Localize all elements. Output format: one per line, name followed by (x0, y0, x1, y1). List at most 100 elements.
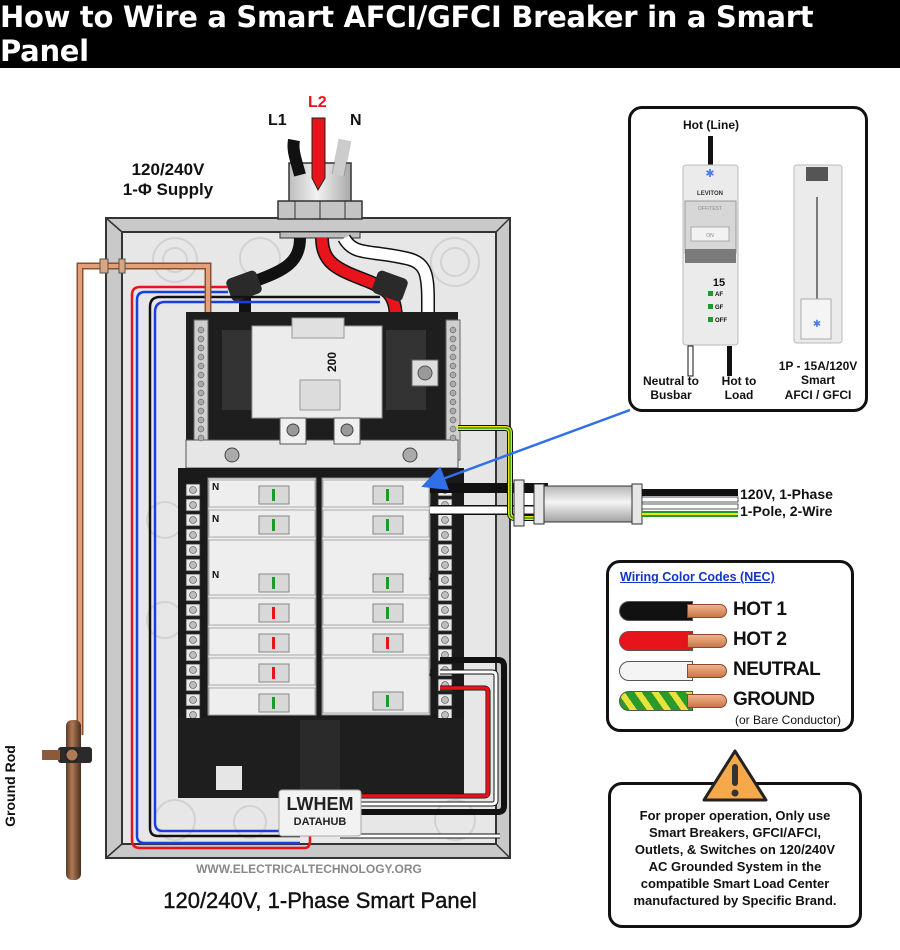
indicator-label: GF (715, 305, 724, 311)
breaker-illustration: ✱ LEVITON OFF/TEST ON 15 AF GF OFF ✱ (682, 136, 843, 377)
branch-breaker[interactable] (208, 627, 316, 656)
indicator-label: OFF (715, 318, 727, 324)
supply-wire-n (332, 138, 351, 177)
page-title: How to Wire a Smart AFCI/GFCI Breaker in… (0, 0, 900, 68)
svg-text:✱: ✱ (813, 319, 821, 330)
branch-breaker[interactable] (208, 687, 316, 716)
neutral-label-line2: Busbar (650, 388, 692, 403)
panel-caption: 120/240V, 1-Phase Smart Panel (163, 888, 477, 913)
supply-voltage-label: 120/240V 1-Φ Supply (108, 160, 228, 201)
indicator-led (708, 317, 713, 322)
breaker-status-led (272, 489, 275, 501)
color-code-label: HOT 2 (733, 629, 787, 650)
branch-breaker[interactable] (208, 479, 316, 508)
breaker-status-led (386, 607, 389, 619)
wire-clamp (226, 270, 262, 302)
indicator-led (708, 304, 713, 309)
copper-conductor-icon (687, 664, 727, 678)
warning-text-line: AC Grounded System in the (648, 859, 822, 874)
branch-breaker[interactable] (208, 509, 316, 538)
breaker-detail-panel: Hot (Line) ✱ LEVITON OFF/TEST ON 15 AF GF… (628, 106, 868, 412)
branch-breaker[interactable] (208, 597, 316, 626)
warning-text-line: manufactured by Specific Brand. (633, 893, 837, 908)
breaker-status-led (272, 519, 275, 531)
breaker-status-led (386, 695, 389, 707)
label-l1: L1 (268, 112, 287, 129)
color-code-row: HOT 2 (619, 627, 849, 653)
neutral-to-busbar-label: Neutral to Busbar (633, 374, 709, 403)
breaker-handle-top: OFF/TEST (698, 206, 722, 212)
color-codes-title[interactable]: Wiring Color Codes (NEC) (620, 570, 775, 584)
warning-icon (702, 749, 768, 802)
color-code-label: GROUND (733, 689, 815, 710)
hot-load-line1: Hot to (721, 374, 757, 388)
supply-phase: 1-Φ Supply (122, 180, 214, 200)
wiring-color-codes-panel: Wiring Color Codes (NEC) HOT 1 HOT 2 NEU… (606, 560, 854, 732)
main-breaker-rating: 200 (325, 352, 339, 372)
breaker-status-led (272, 697, 275, 709)
neutral-marker: N (212, 482, 219, 493)
breaker-spec-label: 1P - 15A/120V Smart AFCI / GFCI (769, 359, 867, 402)
datahub-name: LWHEM (286, 794, 354, 814)
breaker-brand: LEVITON (697, 191, 723, 197)
wire-clamp (372, 270, 408, 302)
color-code-label: NEUTRAL (733, 659, 821, 680)
branch-conduit (513, 479, 739, 527)
warning-text-line: compatible Smart Load Center (640, 876, 830, 891)
svg-text:✱: ✱ (705, 168, 714, 180)
branch-breaker[interactable] (322, 627, 430, 656)
color-code-row: HOT 1 (619, 597, 849, 623)
breaker-status-led (272, 667, 275, 679)
hot-to-load-label: Hot to Load (709, 374, 769, 403)
color-code-row: NEUTRAL (619, 657, 849, 683)
wire-sample-icon (619, 661, 693, 681)
breaker-status-led (386, 577, 389, 589)
branch-breaker[interactable] (322, 479, 430, 508)
wire-sample-icon (619, 601, 693, 621)
branch-breaker[interactable] (322, 657, 430, 714)
breaker-rating: 15 (713, 277, 725, 289)
breaker-status-led (272, 607, 275, 619)
color-code-label: HOT 1 (733, 599, 787, 620)
copper-conductor-icon (687, 634, 727, 648)
ground-rod (42, 720, 92, 880)
warning-text-line: For proper operation, Only use (639, 808, 831, 823)
datahub-module (278, 789, 362, 837)
hot-line-label: Hot (Line) (683, 118, 739, 132)
branch-breaker[interactable] (322, 509, 430, 538)
spec-line1: 1P - 15A/120V (778, 359, 858, 373)
breaker-status-led (386, 489, 389, 501)
breaker-status-led (386, 519, 389, 531)
pointer-arrow (421, 408, 631, 491)
supply-wire-l2 (311, 117, 326, 192)
watermark: WWW.ELECTRICALTECHNOLOGY.ORG (196, 862, 422, 876)
breaker-status-led (386, 637, 389, 649)
label-l2: L2 (308, 94, 327, 111)
branch-breaker[interactable] (322, 539, 430, 596)
breaker-handle-bottom: ON (706, 233, 714, 239)
main-breaker-assembly: 200 (185, 312, 461, 470)
branch-breaker[interactable] (322, 597, 430, 626)
neutral-label-line1: Neutral to (642, 374, 699, 388)
supply-voltage: 120/240V (131, 160, 205, 179)
indicator-label: AF (715, 292, 723, 298)
color-code-note: (or Bare Conductor) (735, 713, 842, 727)
spec-line2: Smart (800, 373, 835, 388)
spec-line3: AFCI / GFCI (784, 387, 852, 402)
copper-conductor-icon (687, 694, 727, 708)
indicator-led (708, 291, 713, 296)
branch-circuit-label: 120V, 1-Phase 1-Pole, 2-Wire (740, 486, 833, 520)
wire-sample-icon (619, 691, 693, 711)
warning-text-line: Outlets, & Switches on 120/240V (634, 842, 836, 857)
branch-breaker[interactable] (208, 657, 316, 686)
color-code-row: GROUND (619, 687, 849, 713)
ground-rod-label: Ground Rod (2, 745, 18, 827)
branch-breaker[interactable] (208, 539, 316, 596)
neutral-marker: N (212, 514, 219, 525)
warning-text-line: Smart Breakers, GFCI/AFCI, (649, 825, 821, 840)
branch-circuit-voltage: 120V, 1-Phase (740, 486, 833, 502)
supply-wire-l1 (287, 138, 306, 177)
hot-load-line2: Load (724, 388, 754, 403)
